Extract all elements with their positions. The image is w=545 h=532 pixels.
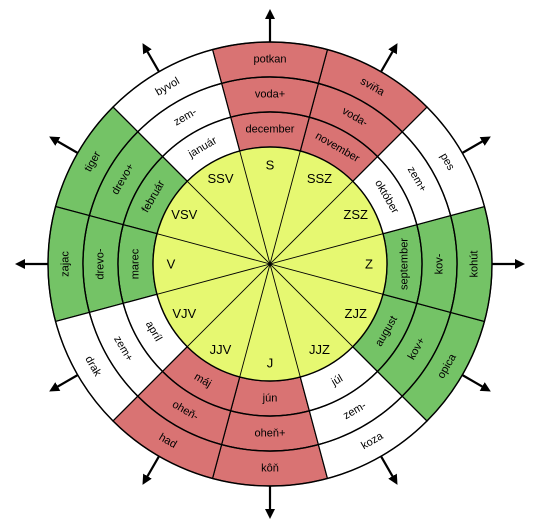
direction-label: JJZ: [309, 342, 330, 357]
element-label: voda+: [255, 89, 285, 101]
element-label: kov-: [434, 253, 446, 274]
month-label: marec: [130, 248, 142, 279]
direction-label: ZSZ: [343, 207, 368, 222]
direction-label: V: [167, 257, 176, 272]
center-compass: [152, 146, 388, 382]
direction-arrow: [458, 136, 491, 156]
direction-label: S: [266, 158, 275, 173]
direction-label: SSV: [207, 171, 233, 186]
direction-label: J: [267, 356, 274, 371]
direction-arrows: [15, 9, 525, 519]
animal-label: kôň: [261, 463, 279, 475]
ring-borders: [47, 41, 493, 487]
direction-label: Z: [365, 257, 373, 272]
element-label: oheň+: [255, 428, 286, 440]
direction-arrow: [378, 452, 398, 485]
animal-label: zajac: [60, 251, 72, 277]
direction-label: ZJZ: [345, 306, 367, 321]
month-label: júl: [329, 373, 345, 389]
direction-label: SSZ: [307, 171, 332, 186]
month-label: december: [246, 124, 295, 136]
direction-arrow: [49, 372, 82, 392]
ring-border: [47, 41, 493, 487]
compass-divider: [239, 150, 301, 378]
animal-label: potkan: [253, 54, 286, 66]
direction-label: VJV: [172, 306, 196, 321]
animal-label: kohút: [469, 251, 481, 278]
month-label: jún: [262, 393, 278, 405]
ring-border: [82, 76, 458, 452]
direction-arrow: [142, 452, 162, 485]
direction-arrow: [142, 43, 162, 76]
element-label: drevo-: [95, 248, 107, 280]
direction-arrow: [378, 43, 398, 76]
ring-border: [117, 111, 423, 417]
direction-label: VSV: [171, 207, 197, 222]
month-label: september: [399, 238, 411, 290]
direction-arrow: [49, 136, 82, 156]
ring-sectors: [47, 41, 493, 487]
direction-arrow: [458, 372, 491, 392]
direction-label: JJV: [210, 342, 232, 357]
